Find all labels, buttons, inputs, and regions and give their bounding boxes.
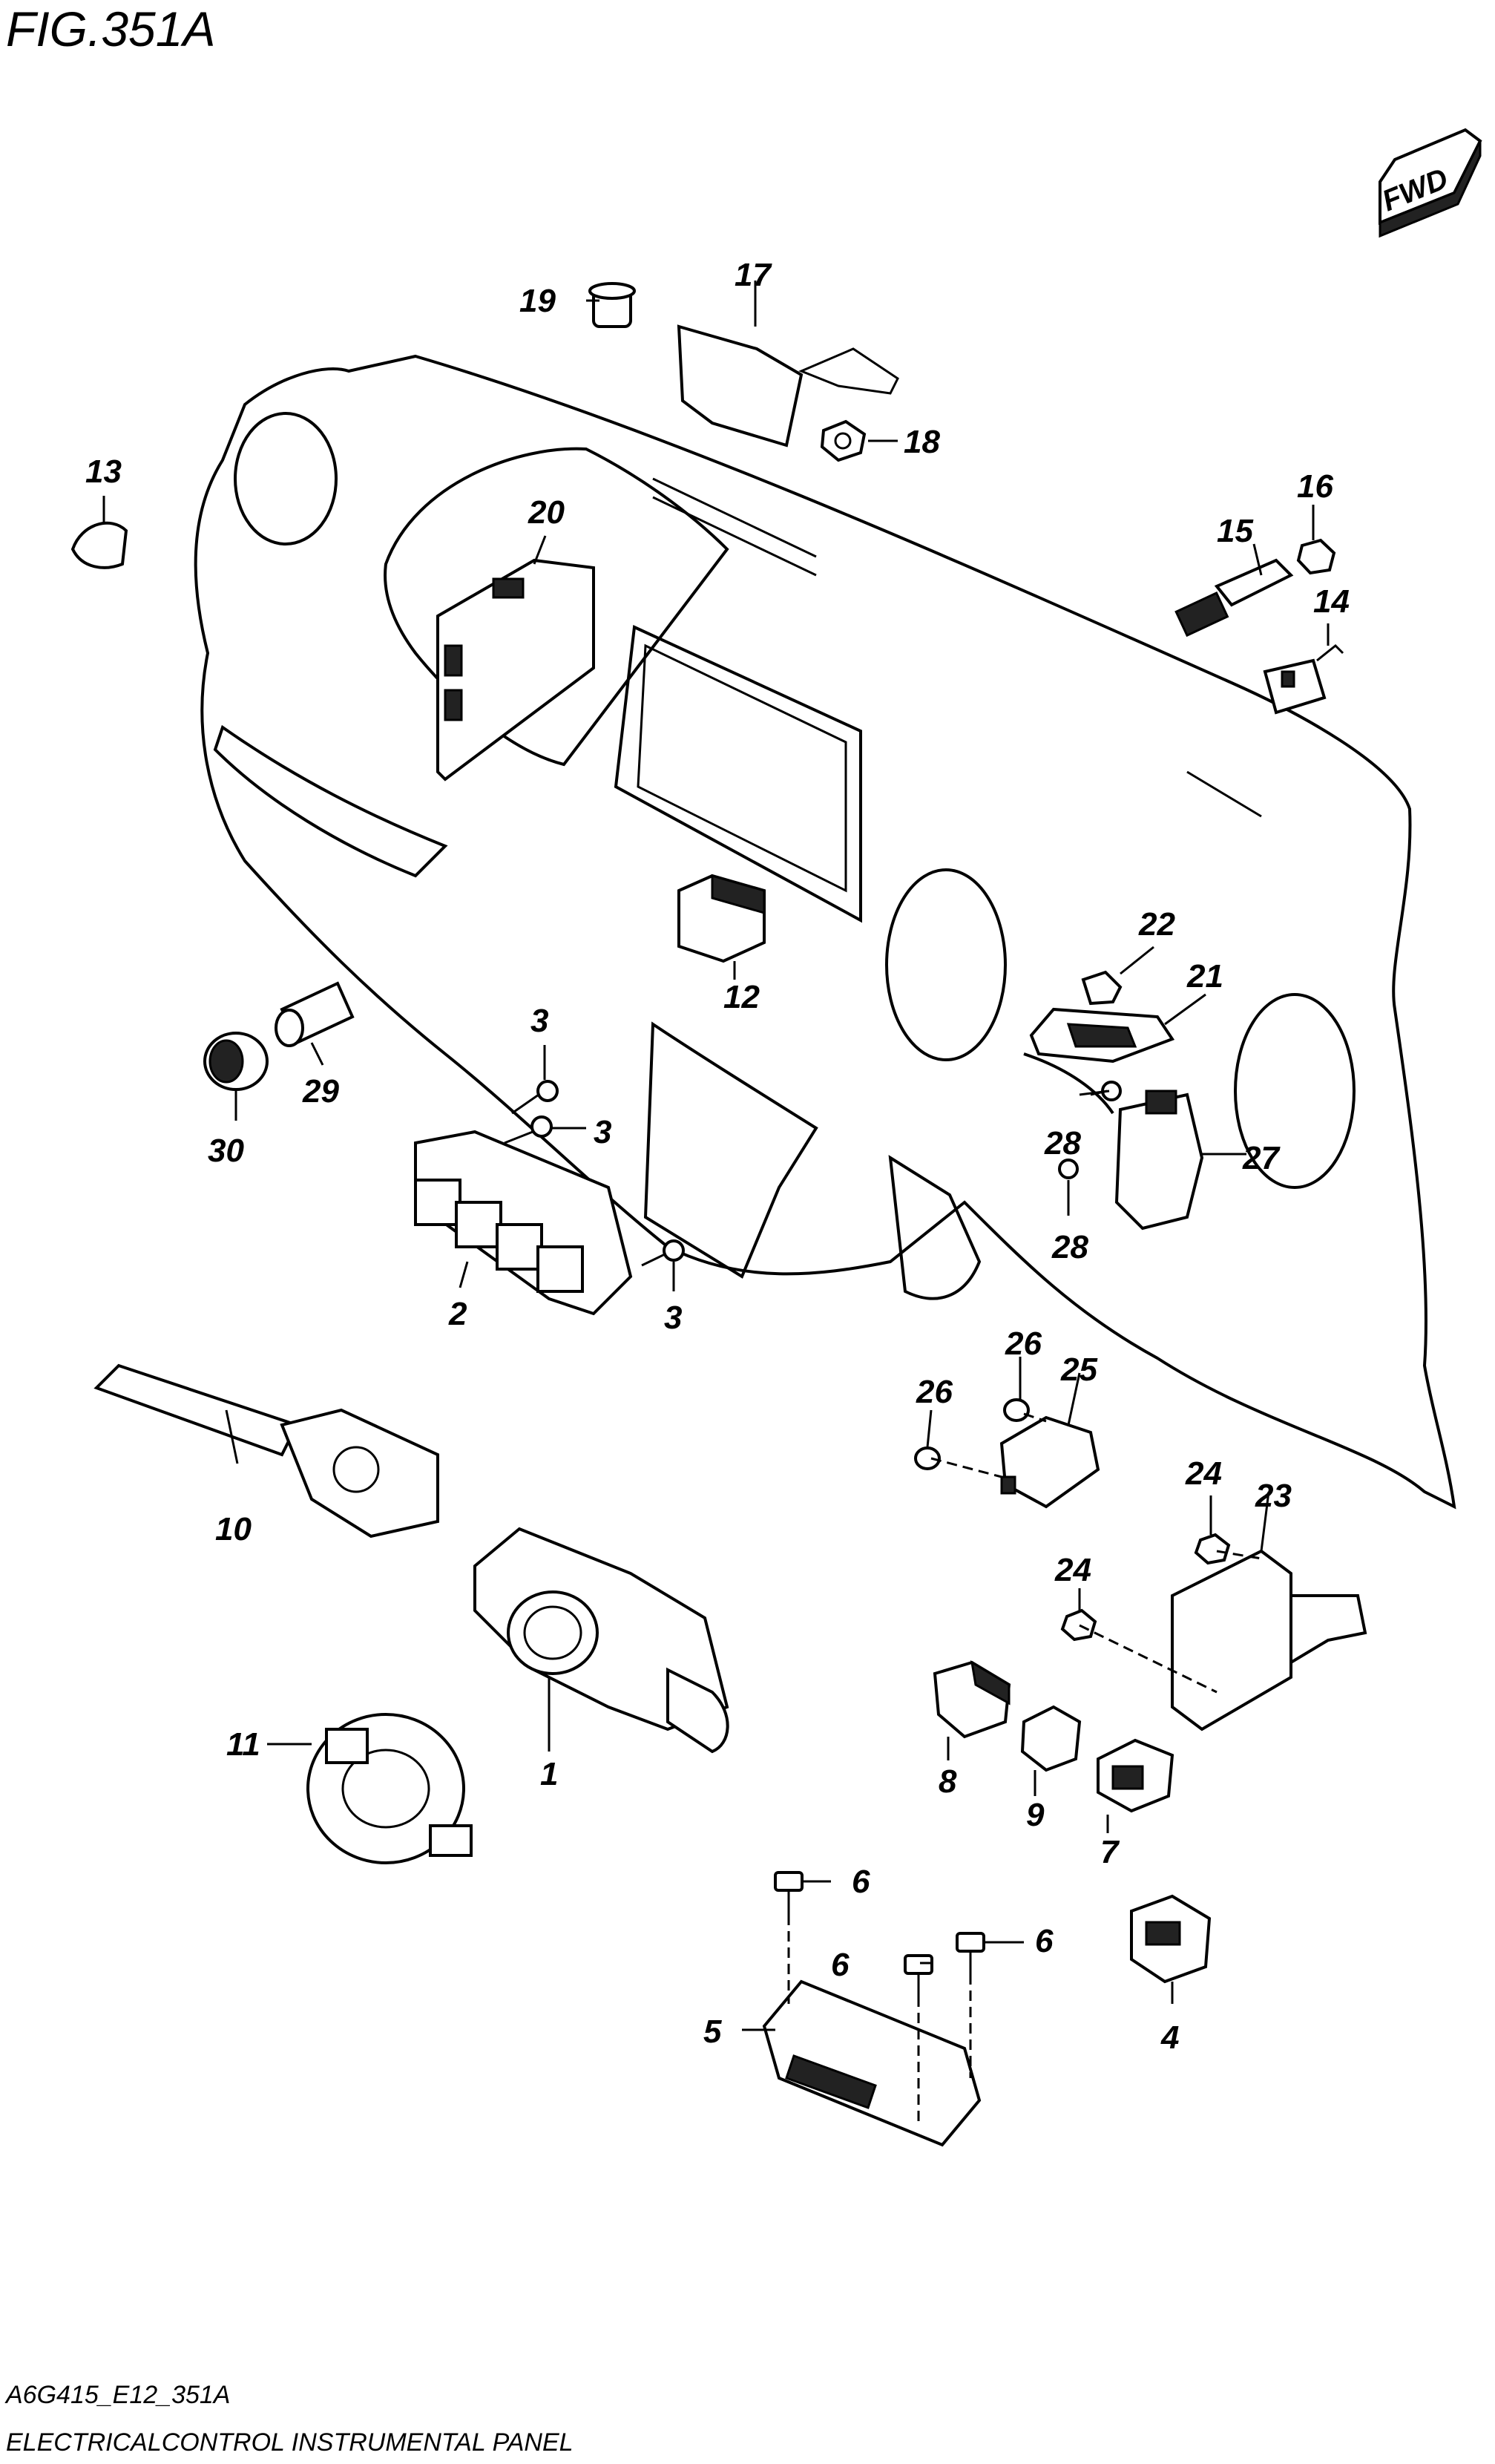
fwd-arrow-icon: FWD <box>1378 128 1482 238</box>
part-24-nut-b <box>1060 1608 1097 1642</box>
callout-24-b: 24 <box>1054 1552 1091 1588</box>
callout-11: 11 <box>226 1726 260 1763</box>
part-7-switch <box>1097 1738 1174 1813</box>
footer-caption: ELECTRICALCONTROL INSTRUMENTAL PANEL <box>6 2428 574 2457</box>
callout-6-a: 6 <box>852 1864 870 1900</box>
part-16-nut <box>1296 538 1336 575</box>
callout-13: 13 <box>85 453 122 490</box>
part-26-screw-b <box>1003 1398 1030 1422</box>
callout-17: 17 <box>735 257 772 293</box>
callout-3-c: 3 <box>664 1300 682 1336</box>
callout-30: 30 <box>208 1133 244 1169</box>
part-27-unit <box>1114 1090 1204 1231</box>
callout-28-lower: 28 <box>1051 1229 1088 1265</box>
part-6-bolt-b <box>904 1954 933 1996</box>
callout-28-upper: 28 <box>1044 1125 1081 1161</box>
part-15-sensor <box>1174 558 1294 638</box>
part-1-combination-switch <box>473 1527 729 1754</box>
part-23-control-module <box>1171 1549 1367 1731</box>
part-24-nut-a <box>1194 1533 1231 1565</box>
part-5-airbag-module <box>762 1979 982 2147</box>
part-3-screw-b <box>504 1115 553 1144</box>
part-6-bolt-c <box>956 1932 985 1974</box>
part-21-bracket <box>1029 1007 1175 1064</box>
part-3-screw-c <box>641 1239 685 1267</box>
callout-5: 5 <box>703 2014 722 2050</box>
callout-25: 25 <box>1060 1351 1097 1388</box>
callout-labels: 19 17 18 13 20 16 15 14 12 22 21 27 28 2… <box>85 257 1350 2056</box>
part-30-socket <box>203 1032 269 1091</box>
callout-10: 10 <box>215 1511 252 1547</box>
callout-1: 1 <box>540 1756 558 1792</box>
footer-code: A6G415_E12_351A <box>4 2381 230 2409</box>
callout-18: 18 <box>904 424 940 460</box>
callout-27: 27 <box>1242 1140 1281 1176</box>
part-13-clip <box>70 521 128 569</box>
part-18-nut <box>820 419 867 462</box>
callout-19: 19 <box>519 283 556 319</box>
part-26-screw-a <box>914 1446 941 1470</box>
callout-24-a: 24 <box>1185 1455 1222 1492</box>
callout-6-b: 6 <box>831 1947 850 1983</box>
callout-4: 4 <box>1160 2019 1179 2056</box>
part-20-junction-block <box>436 558 595 782</box>
callout-9: 9 <box>1026 1797 1045 1833</box>
callout-29: 29 <box>302 1073 339 1110</box>
callout-3-a: 3 <box>530 1003 548 1039</box>
part-19-clip <box>588 282 636 328</box>
part-22-screw <box>1081 970 1123 1006</box>
callout-7: 7 <box>1100 1834 1120 1870</box>
callout-3-b: 3 <box>594 1114 611 1150</box>
part-25-relay <box>999 1415 1100 1509</box>
callout-26-a: 26 <box>916 1374 953 1410</box>
callout-14: 14 <box>1313 583 1350 620</box>
part-17-module <box>677 324 899 448</box>
callout-20: 20 <box>528 494 565 531</box>
callout-15: 15 <box>1217 513 1253 549</box>
part-2-switch-panel <box>414 1130 633 1316</box>
part-10-wiper-switch <box>93 1363 439 1539</box>
callout-6-c: 6 <box>1035 1923 1054 1959</box>
callout-12: 12 <box>723 979 760 1015</box>
figure-title: FIG.351A <box>6 1 215 56</box>
callout-22: 22 <box>1138 906 1175 943</box>
callout-8: 8 <box>939 1763 957 1800</box>
part-4-switch <box>1130 1894 1212 1984</box>
part-3-screw-a <box>511 1080 559 1115</box>
part-14-connector <box>1263 643 1344 715</box>
part-9-switch <box>1020 1705 1082 1772</box>
instrument-panel-outline <box>194 354 1456 1510</box>
part-12-switch <box>677 874 766 963</box>
part-29-socket <box>275 981 355 1047</box>
leader-lines <box>102 281 1330 2123</box>
part-8-switch <box>933 1660 1011 1739</box>
callout-26-b: 26 <box>1005 1326 1042 1362</box>
part-6-bolt-a <box>774 1871 804 1915</box>
callout-21: 21 <box>1186 958 1223 995</box>
part-11-clock-spring <box>306 1713 473 1864</box>
callout-16: 16 <box>1297 468 1333 505</box>
callout-2: 2 <box>448 1296 467 1332</box>
callout-23: 23 <box>1255 1478 1292 1514</box>
